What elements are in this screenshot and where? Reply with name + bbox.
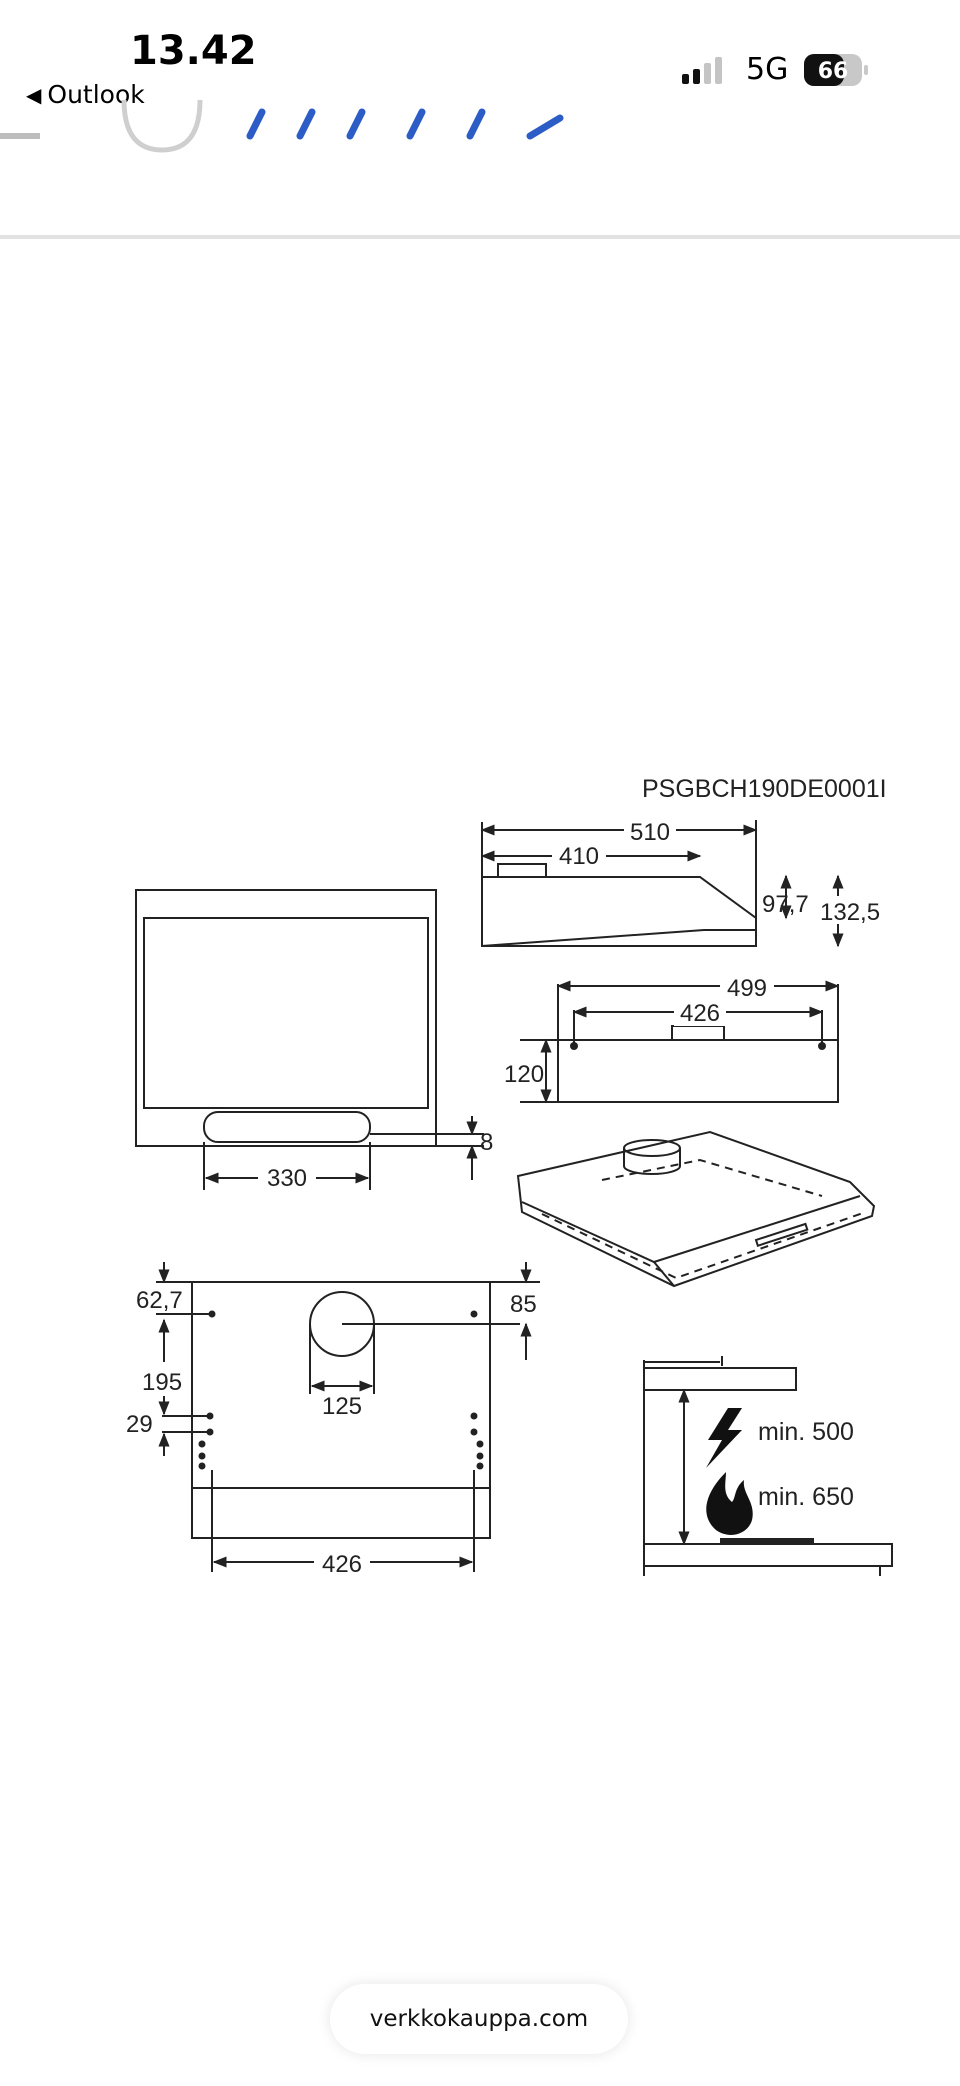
header-divider: [0, 235, 960, 239]
dim-bottom-top-offset: 62,7: [136, 1287, 183, 1314]
bottom-view: 125 62,7 195 29 85 426: [126, 1262, 540, 1578]
dim-side-duct-depth: 410: [559, 843, 599, 870]
back-to-app-button[interactable]: ◀ Outlook: [26, 80, 145, 109]
flame-icon: [706, 1472, 753, 1535]
dim-side-total-height: 132,5: [820, 899, 880, 926]
scrolled-header-fragment: [0, 100, 564, 153]
back-app-label: Outlook: [47, 80, 145, 109]
lightning-icon: [706, 1408, 742, 1468]
model-code: PSGBCH190DE0001I: [642, 775, 887, 803]
back-triangle-icon: ◀: [26, 82, 42, 107]
network-type: 5G: [746, 52, 789, 87]
isometric-view: [516, 1130, 876, 1288]
dim-front-bottom-offset: 8: [480, 1129, 493, 1156]
dim-bottom-right-offset: 85: [510, 1291, 537, 1318]
address-bar-url: verkkokauppa.com: [369, 2006, 589, 2032]
dim-side-front-height: 97,7: [762, 891, 809, 918]
dim-side-depth: 510: [630, 819, 670, 846]
dim-front-filter-width: 330: [267, 1165, 307, 1192]
clearance-electric: min. 500: [758, 1418, 854, 1446]
dim-bottom-hole-gap: 195: [142, 1369, 182, 1396]
dim-duct-diameter: 125: [322, 1393, 362, 1420]
battery-level: 66: [818, 59, 849, 84]
status-bar: 13.42 ◀ Outlook 5G 66: [0, 0, 960, 120]
side-view: 510 410 97,7 132,5: [480, 818, 886, 948]
clock: 13.42: [130, 28, 257, 74]
address-bar[interactable]: verkkokauppa.com: [330, 1984, 628, 2054]
dim-bottom-lower-gap: 29: [126, 1411, 153, 1438]
clearance-diagram: min. 500 min. 650: [643, 1356, 893, 1576]
dim-back-hole-spacing: 426: [680, 1000, 720, 1027]
hood-dimension-drawing: PSGBCH190DE0001I 510 410 97,7 132,5 499: [126, 775, 893, 1578]
clearance-gas: min. 650: [758, 1483, 854, 1511]
back-view: 499 426 120: [504, 974, 840, 1104]
battery-icon: 66: [804, 54, 868, 86]
front-view: 330 8: [135, 889, 493, 1192]
dim-back-height: 120: [504, 1061, 544, 1088]
dim-back-width: 499: [727, 975, 767, 1002]
dim-bottom-hole-spacing: 426: [322, 1551, 362, 1578]
cellular-signal-icon: [682, 57, 722, 84]
